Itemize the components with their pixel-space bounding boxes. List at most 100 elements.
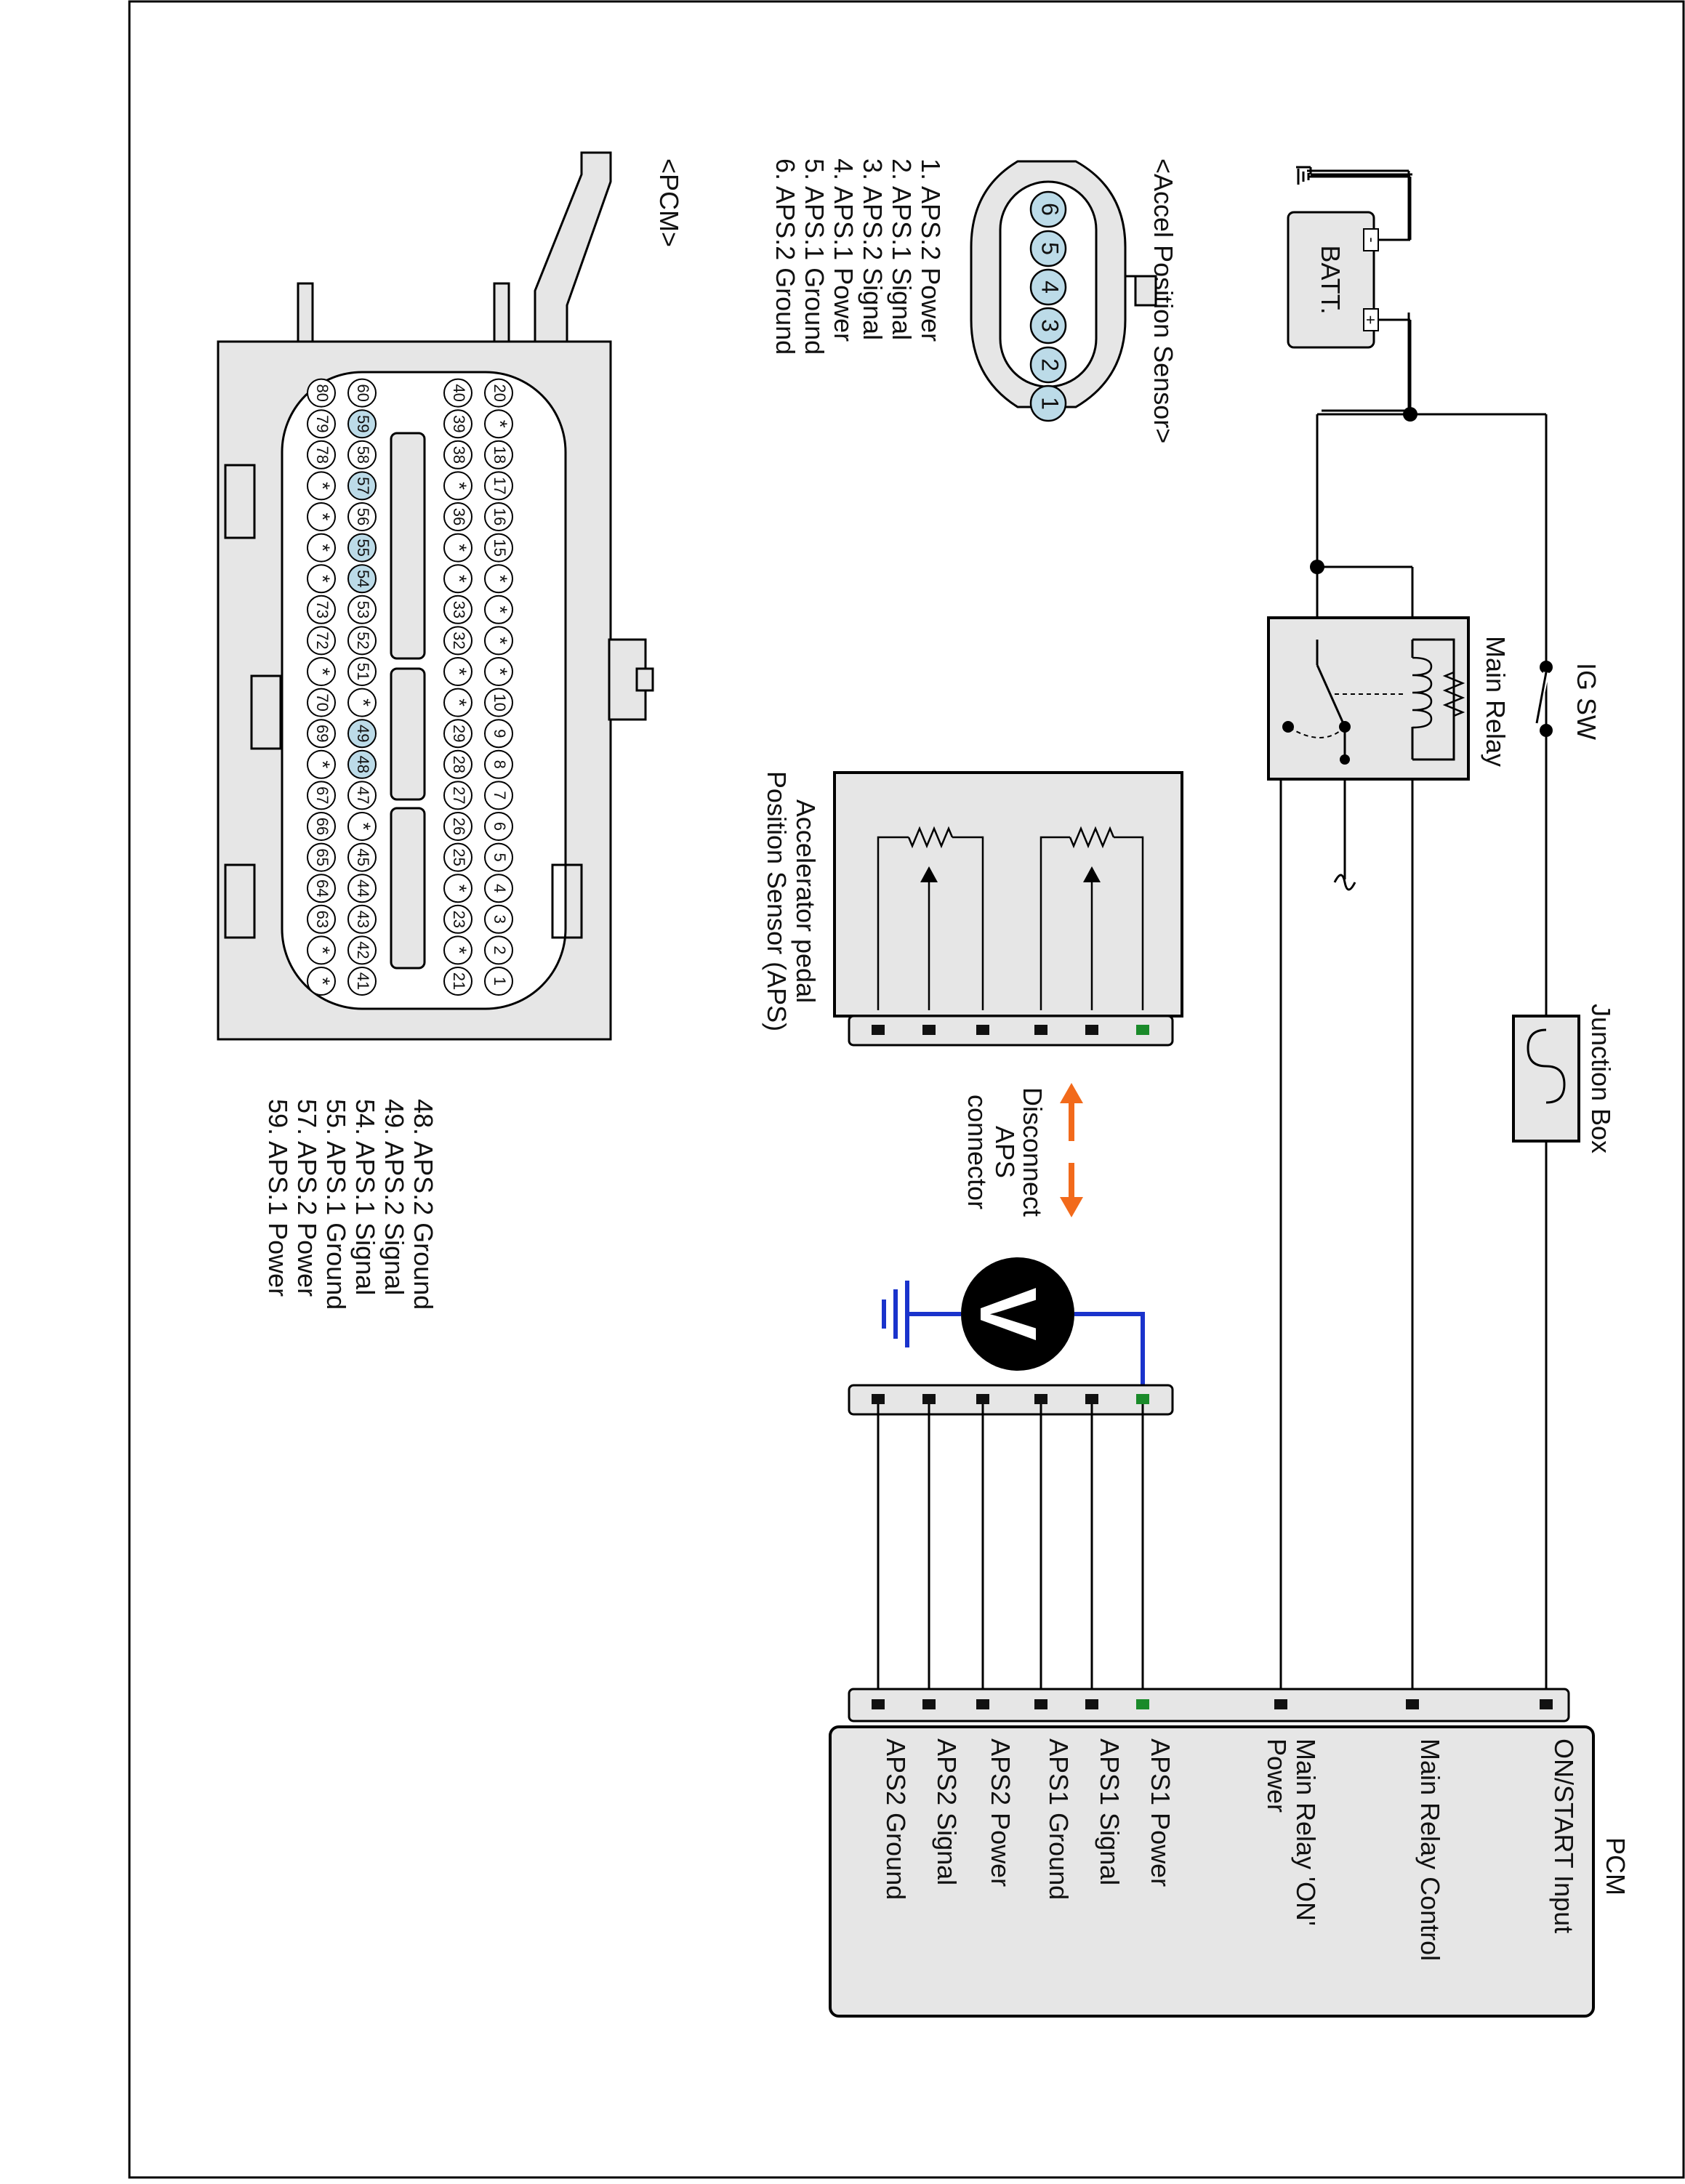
pcm-pin-number: 32 [450, 632, 468, 649]
pcm-pin-number: * [489, 605, 512, 613]
pcm-pin [347, 812, 377, 841]
aps-pin-number: 6 [1037, 203, 1063, 216]
pcm-pin [347, 657, 377, 686]
pcm-pin-number: * [353, 698, 375, 706]
voltmeter-symbol: V [963, 1287, 1053, 1340]
pcm-pin-number: 58 [354, 446, 372, 464]
pcm-pin [443, 595, 472, 624]
pcm-pin-number: 78 [313, 446, 331, 464]
pcm-pin-number: * [353, 823, 375, 831]
aps-legend-item: 3. APS.2 Signal [858, 158, 888, 340]
pcm-pin [484, 719, 513, 749]
pcm-pin-number: 20 [491, 384, 509, 401]
pcm-pin-number: * [312, 946, 334, 954]
pcm-pin [307, 595, 336, 624]
pcm-pin-number: 59 [354, 415, 372, 432]
pcm-pin-number: * [449, 482, 471, 490]
pcm-pin [443, 409, 472, 439]
pcm-pin [347, 904, 377, 934]
pcm-pin-label: Main Relay 'ON' [1291, 1738, 1321, 1926]
pcm-pin-number: 33 [450, 601, 468, 618]
disconnect-line2: APS [990, 1126, 1020, 1178]
pcm-pin [443, 749, 472, 779]
aps-pin-number: 3 [1037, 319, 1063, 332]
aps-legend-item: 5. APS.1 Ground [800, 158, 829, 355]
pcm-pin-number: 79 [313, 415, 331, 432]
pcm-pin [443, 657, 472, 686]
pcm-pin-number: 17 [491, 477, 509, 494]
pcm-pin [484, 502, 513, 531]
pcm-pin [347, 378, 377, 408]
pcm-pin [484, 812, 513, 841]
pcm-pin [443, 967, 472, 996]
aps-pin-number: 4 [1037, 281, 1063, 294]
pcm-pin-number: 5 [491, 853, 509, 861]
pcm-pin-number: 44 [354, 879, 372, 897]
harness-connector [848, 1384, 1174, 1704]
pcm-pin-number: 60 [354, 384, 372, 401]
pcm-pin [443, 378, 472, 408]
pcm-pin-number: 53 [354, 601, 372, 618]
pcm-pin-number: 64 [313, 879, 331, 897]
aps-pin-number: 5 [1037, 242, 1063, 255]
pcm-pin [484, 749, 513, 779]
voltmeter: V [882, 1257, 1145, 1394]
pcm-pin [307, 378, 336, 408]
pcm-pin-number: 21 [450, 972, 468, 990]
pcm-pin [484, 626, 513, 656]
disconnect-line1: Disconnect [1018, 1087, 1047, 1217]
aps-legend-item: 2. APS.1 Signal [887, 158, 917, 340]
aps-legend-item: 1. APS.2 Power [916, 158, 946, 342]
pcm-pin-label: APS2 Ground [881, 1738, 911, 1900]
pcm-pin-number: 45 [354, 848, 372, 866]
pcm-pin-number: * [449, 885, 471, 892]
pcm-pin-number: * [312, 760, 334, 768]
pcm-pin-number: 39 [450, 415, 468, 432]
pcm-pin-number: 36 [450, 508, 468, 525]
pcm-pin [307, 842, 336, 872]
aps-legend-item: 6. APS.2 Ground [771, 158, 800, 355]
aps-pin-number: 1 [1037, 397, 1063, 410]
pcm-pin [347, 471, 377, 501]
pcm-pin [443, 719, 472, 749]
pcm-pin-number: 7 [491, 791, 509, 799]
disconnect-indicator: Disconnect APS connector [962, 1083, 1083, 1217]
pcm-pin-number: 8 [491, 760, 509, 769]
pcm-pin-number: * [449, 575, 471, 583]
pcm-pin-number: 38 [450, 446, 468, 464]
pcm-pin-number: 6 [491, 822, 509, 831]
pcm-pin-label: APS1 Power [1146, 1738, 1175, 1887]
junction-box: Junction Box [1512, 1004, 1616, 1153]
battery-label: BATT. [1316, 245, 1346, 314]
pcm-pin [484, 409, 513, 439]
pcm-pin-number: 29 [450, 725, 468, 742]
pcm-pin-number: 54 [354, 570, 372, 587]
pcm-pin-number: 57 [354, 477, 372, 494]
pcm-pin [484, 842, 513, 872]
pcm-pin [443, 688, 472, 717]
pcm-pin [443, 842, 472, 872]
pcm-pin-number: 28 [450, 756, 468, 773]
main-relay: Main Relay [1267, 616, 1511, 781]
pcm-pin [347, 595, 377, 624]
pcm-pin-number: * [449, 698, 471, 706]
pcm-pin [307, 626, 336, 656]
pcm-legend-item: 48. APS.2 Ground [409, 1099, 438, 1310]
pcm-pin-number: 41 [354, 972, 372, 990]
pcm-pin-number: 40 [450, 384, 468, 401]
pcm-pin-number: 43 [354, 911, 372, 928]
pcm-pin-label: ON/START Input [1549, 1738, 1579, 1933]
pcm-pin [347, 719, 377, 749]
pcm-legend-item: 54. APS.1 Signal [350, 1099, 380, 1295]
aps-legend-item: 4. APS.1 Power [829, 158, 858, 342]
pcm-pin [484, 533, 513, 563]
pcm-pin [307, 657, 336, 686]
pcm-pin [484, 874, 513, 903]
pcm-pin [484, 657, 513, 686]
pcm-pin-label: APS2 Signal [932, 1738, 962, 1885]
pcm-pin-label: APS1 Signal [1095, 1738, 1125, 1885]
pcm-pin [484, 378, 513, 408]
pcm-connector-pins: 12345678910****15161718*2021*23*25262728… [307, 378, 513, 996]
junction-box-label: Junction Box [1586, 1004, 1616, 1153]
